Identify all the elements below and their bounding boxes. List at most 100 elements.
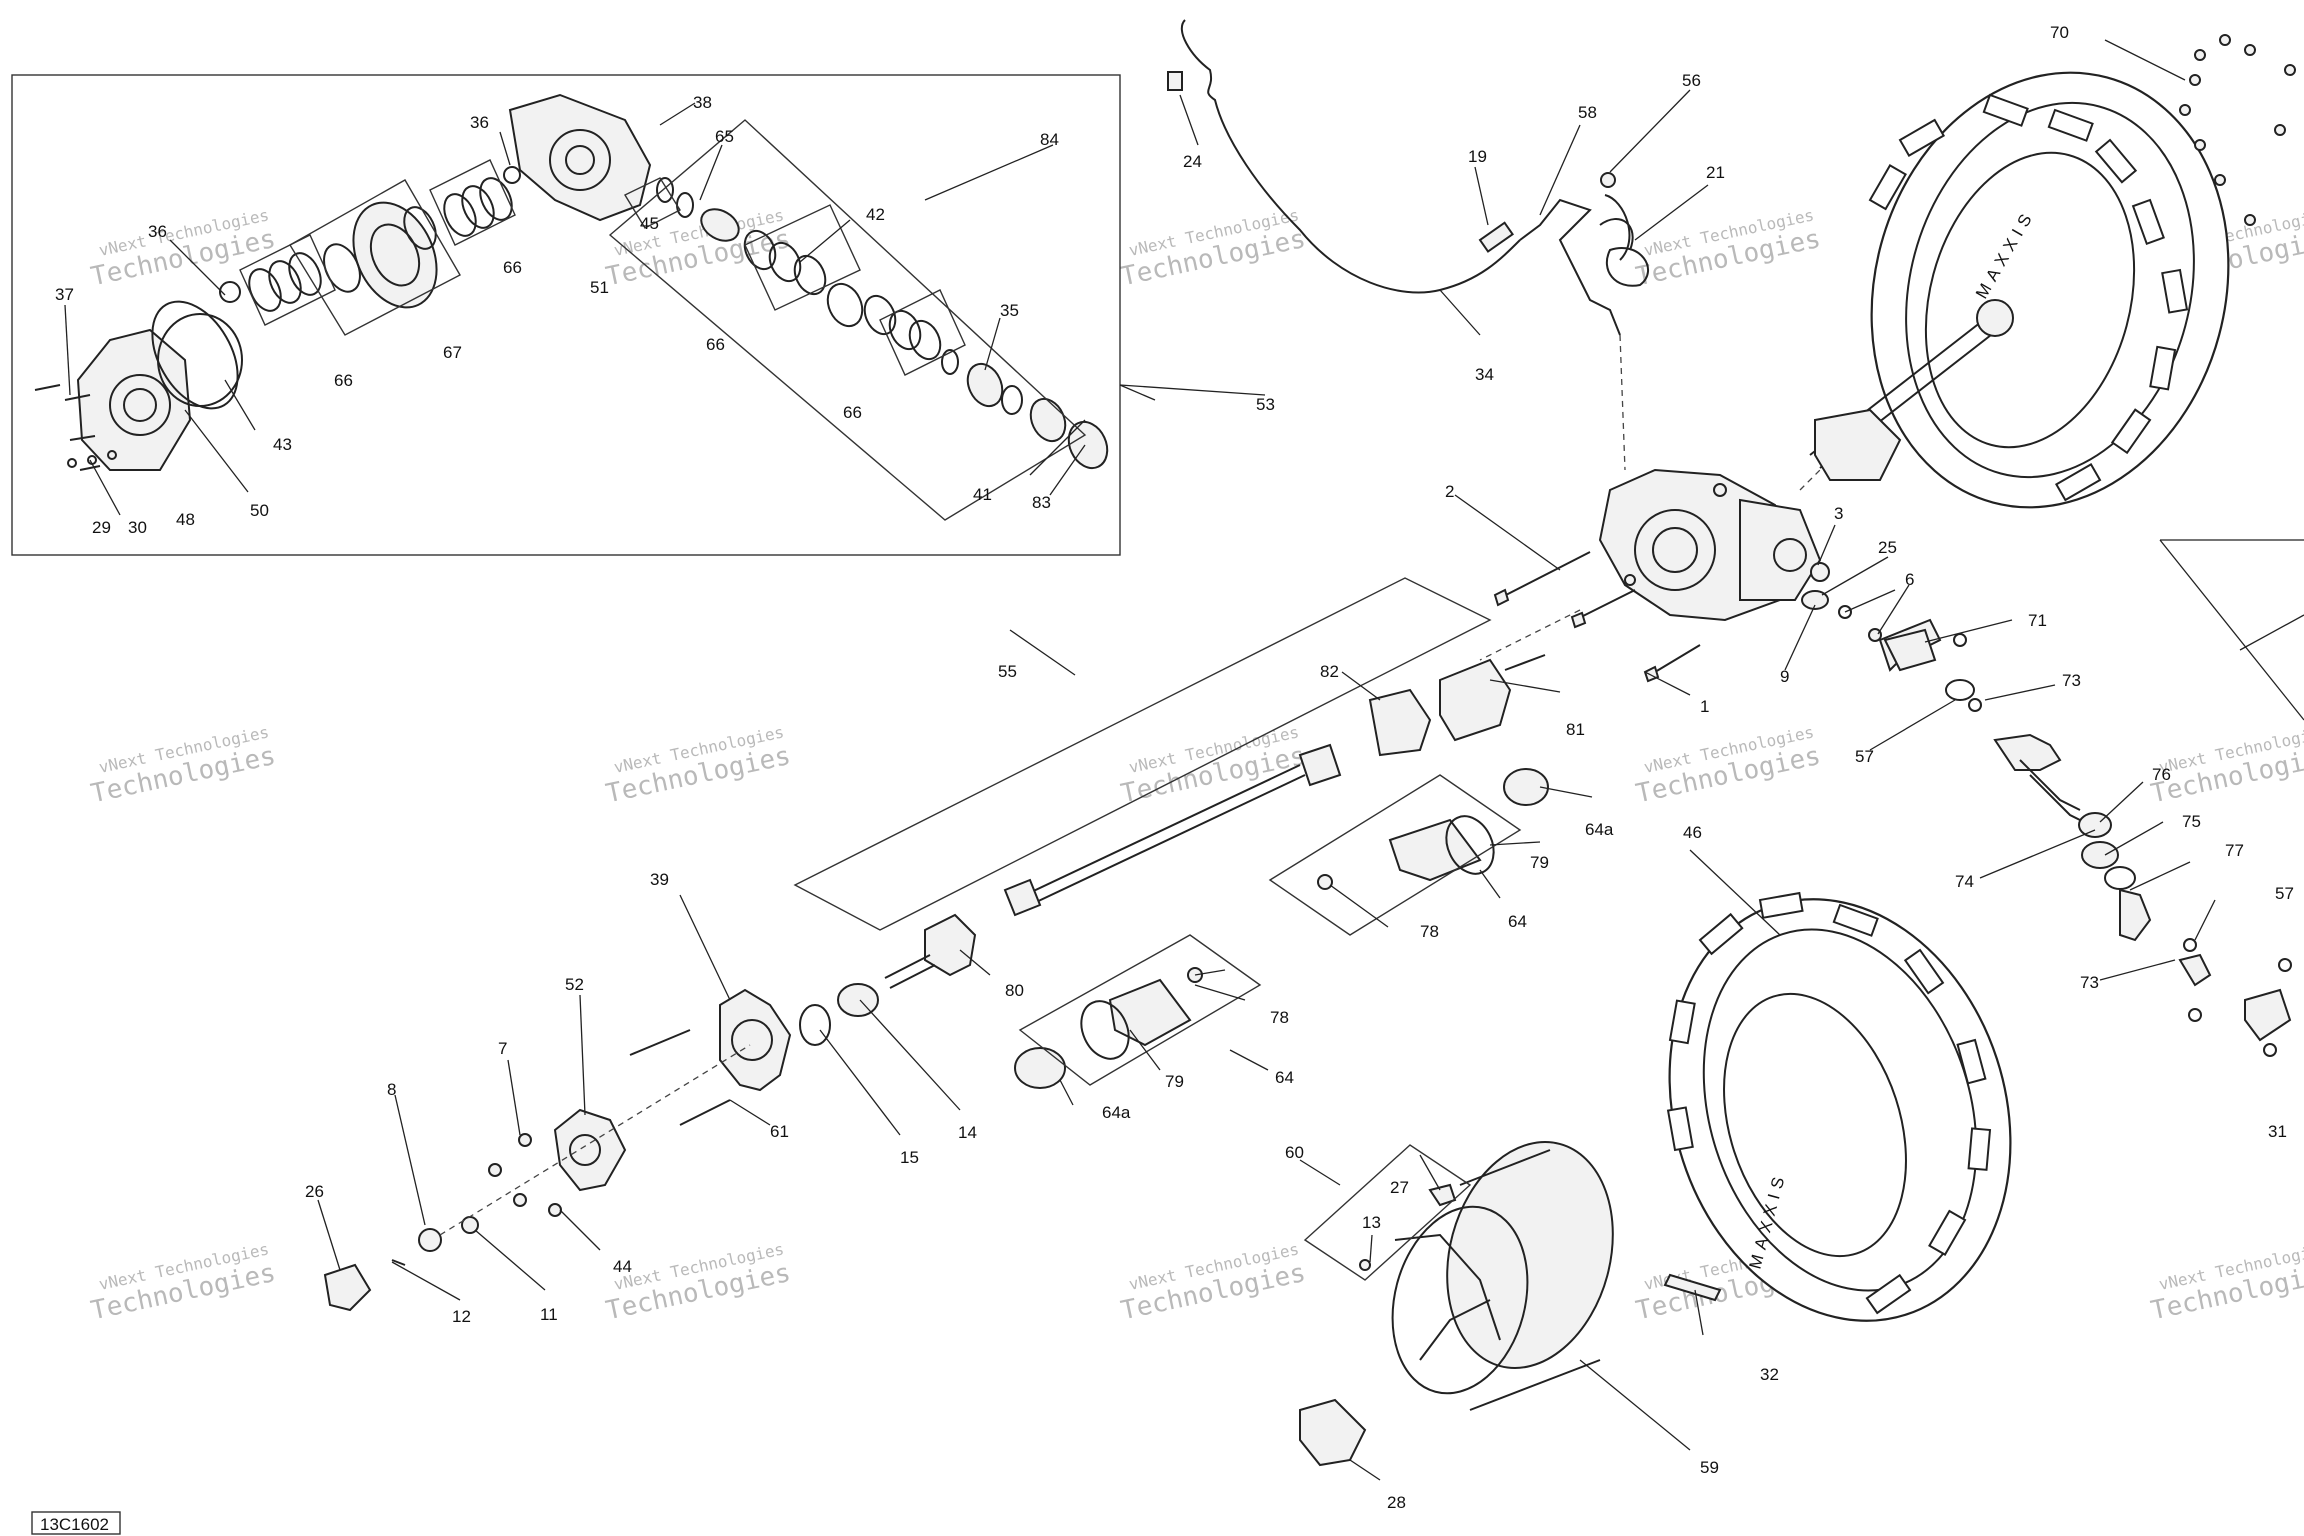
dash-brake-to-gearbox — [1619, 334, 1626, 471]
group-line-right-diag — [2159, 539, 2304, 721]
callout-15: 15 — [900, 1148, 919, 1167]
callout-29: 29 — [92, 518, 111, 537]
group-box-55 — [793, 577, 1492, 931]
callout-48: 48 — [176, 510, 195, 529]
rear-gearbox-part — [1598, 468, 1822, 622]
callout-82: 82 — [1320, 662, 1339, 681]
hub-part — [488, 1029, 731, 1217]
callout-38: 38 — [693, 93, 712, 112]
callout-19: 19 — [1468, 147, 1487, 166]
callout-74: 74 — [1955, 872, 1974, 891]
callout-64a-upper: 64a — [1585, 820, 1614, 839]
callout-3: 3 — [1834, 504, 1843, 523]
rear-tire-top-right-part: MAXXIS — [1868, 71, 2230, 509]
callout-21: 21 — [1706, 163, 1725, 182]
callout-35: 35 — [1000, 301, 1019, 320]
callout-labels: 38 36 65 84 36 42 45 66 51 37 35 67 66 6… — [55, 23, 2294, 1512]
hub-nut-part — [323, 1216, 479, 1312]
group-box-45 — [624, 177, 681, 229]
group-box-66b — [429, 159, 516, 246]
wheel-weight-part — [1663, 1273, 1722, 1302]
callout-80: 80 — [1005, 981, 1024, 1000]
o-ring-part — [157, 313, 243, 407]
callout-66-c: 66 — [334, 371, 353, 390]
group-box-60 — [1303, 1144, 1472, 1281]
group-box-64-upper — [1268, 774, 1522, 936]
group-box-67 — [289, 179, 461, 336]
callout-70: 70 — [2050, 23, 2069, 42]
callout-50: 50 — [250, 501, 269, 520]
callout-31: 31 — [2268, 1122, 2287, 1141]
diagram-code-box — [31, 1511, 121, 1535]
callout-81: 81 — [1566, 720, 1585, 739]
group-box-84 — [608, 119, 1087, 521]
callout-6: 6 — [1905, 570, 1914, 589]
shim-rings-part — [219, 166, 521, 312]
callout-45: 45 — [640, 214, 659, 233]
callout-28: 28 — [1387, 1493, 1406, 1512]
callout-11: 11 — [540, 1305, 558, 1324]
group-box-66d — [879, 289, 966, 376]
callout-64-upper: 64 — [1508, 912, 1527, 931]
dash-hub-axis — [439, 1044, 751, 1236]
inset-box-differential — [11, 74, 1121, 556]
wheel-studs-right-part — [2179, 34, 2296, 226]
callout-14: 14 — [958, 1123, 977, 1142]
callout-77: 77 — [2225, 841, 2244, 860]
callout-27: 27 — [1390, 1178, 1409, 1197]
callout-52: 52 — [565, 975, 584, 994]
callout-43: 43 — [273, 435, 292, 454]
small-bolts-part — [34, 384, 117, 471]
callout-26: 26 — [305, 1182, 324, 1201]
callout-37: 37 — [55, 285, 74, 304]
callout-41: 41 — [973, 485, 992, 504]
callout-12: 12 — [452, 1307, 471, 1326]
callout-59: 59 — [1700, 1458, 1719, 1477]
callout-13: 13 — [1362, 1213, 1381, 1232]
callout-53: 53 — [1256, 395, 1275, 414]
dash-gearbox-to-axle — [1799, 469, 1821, 491]
diagram-code: 13C1602 — [40, 1515, 109, 1534]
cv-joint-outer-part — [884, 913, 977, 989]
dash-gearbox-axis — [1479, 609, 1581, 661]
callout-46: 46 — [1683, 823, 1702, 842]
gearbox-housing-part — [508, 93, 652, 222]
callout-79-lower: 79 — [1165, 1072, 1184, 1091]
cv-joint-inner-part — [1368, 654, 1546, 757]
callout-79-upper: 79 — [1530, 853, 1549, 872]
callout-58: 58 — [1578, 103, 1597, 122]
callout-66-a: 66 — [503, 258, 522, 277]
callout-78-upper: 78 — [1420, 922, 1439, 941]
axle-shaft-part — [1003, 743, 1342, 917]
callout-36-left: 36 — [148, 222, 167, 241]
callout-9: 9 — [1780, 667, 1789, 686]
center-cap-part — [1299, 1398, 1367, 1467]
callout-83: 83 — [1032, 493, 1051, 512]
callout-60: 60 — [1285, 1143, 1304, 1162]
group-line-right-top — [2239, 614, 2304, 651]
callout-8: 8 — [387, 1080, 396, 1099]
callout-39: 39 — [650, 870, 669, 889]
ring-gear-part — [323, 201, 438, 309]
callout-2: 2 — [1445, 482, 1454, 501]
callout-64a-lower: 64a — [1102, 1103, 1131, 1122]
rear-tire-bottom-part: MAXXIS — [1666, 891, 2012, 1322]
callout-65: 65 — [715, 127, 734, 146]
valve-stem-part — [1359, 1183, 1457, 1271]
callout-71: 71 — [2028, 611, 2047, 630]
callout-66-b: 66 — [706, 335, 725, 354]
callout-73-b: 73 — [2080, 973, 2099, 992]
cv-boot-kits-part — [1014, 768, 1549, 1089]
callout-7: 7 — [498, 1039, 507, 1058]
pinion-bearings-part — [656, 177, 1109, 470]
callout-57-a: 57 — [1855, 747, 1874, 766]
callout-66-d: 66 — [843, 403, 862, 422]
callout-34: 34 — [1475, 365, 1494, 384]
leader-lines — [64, 39, 2216, 1481]
callout-51: 51 — [590, 278, 609, 297]
callout-61: 61 — [770, 1122, 789, 1141]
callout-55: 55 — [998, 662, 1017, 681]
callout-73-a: 73 — [2062, 671, 2081, 690]
group-box-64-lower — [1018, 934, 1262, 1086]
